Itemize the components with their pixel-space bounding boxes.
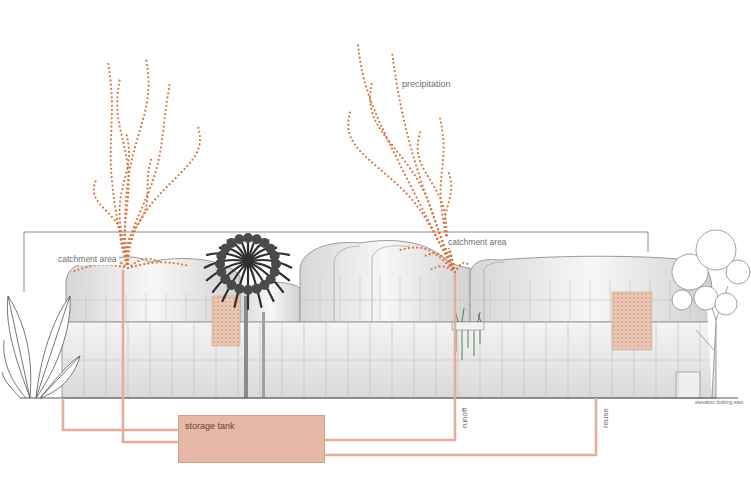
- leafy-plant: [2, 296, 80, 398]
- tank-label: storage tank: [185, 421, 318, 431]
- reuse-label: reuse: [601, 406, 610, 430]
- precipitation-dots: [72, 45, 470, 272]
- roof-seam: [484, 262, 504, 322]
- catchment-label: catchment area: [446, 238, 509, 248]
- planter-plants: [455, 308, 481, 360]
- palm-tree: [204, 233, 292, 398]
- steps: [676, 372, 700, 398]
- perforated-panel: [612, 292, 652, 350]
- planter: [452, 322, 484, 330]
- outline-tree: [672, 230, 750, 398]
- storage-tank: storage tank: [178, 415, 325, 463]
- pipe: [63, 270, 596, 455]
- catchment-label: catchment area: [56, 255, 119, 265]
- roof-seam: [334, 246, 410, 322]
- elevation-note: elevation looking east: [693, 400, 745, 406]
- runoff-label: runoff: [460, 406, 469, 430]
- precipitation-label: precipitation: [400, 79, 453, 89]
- facade-grid: [62, 276, 716, 398]
- ground-line: [20, 398, 738, 399]
